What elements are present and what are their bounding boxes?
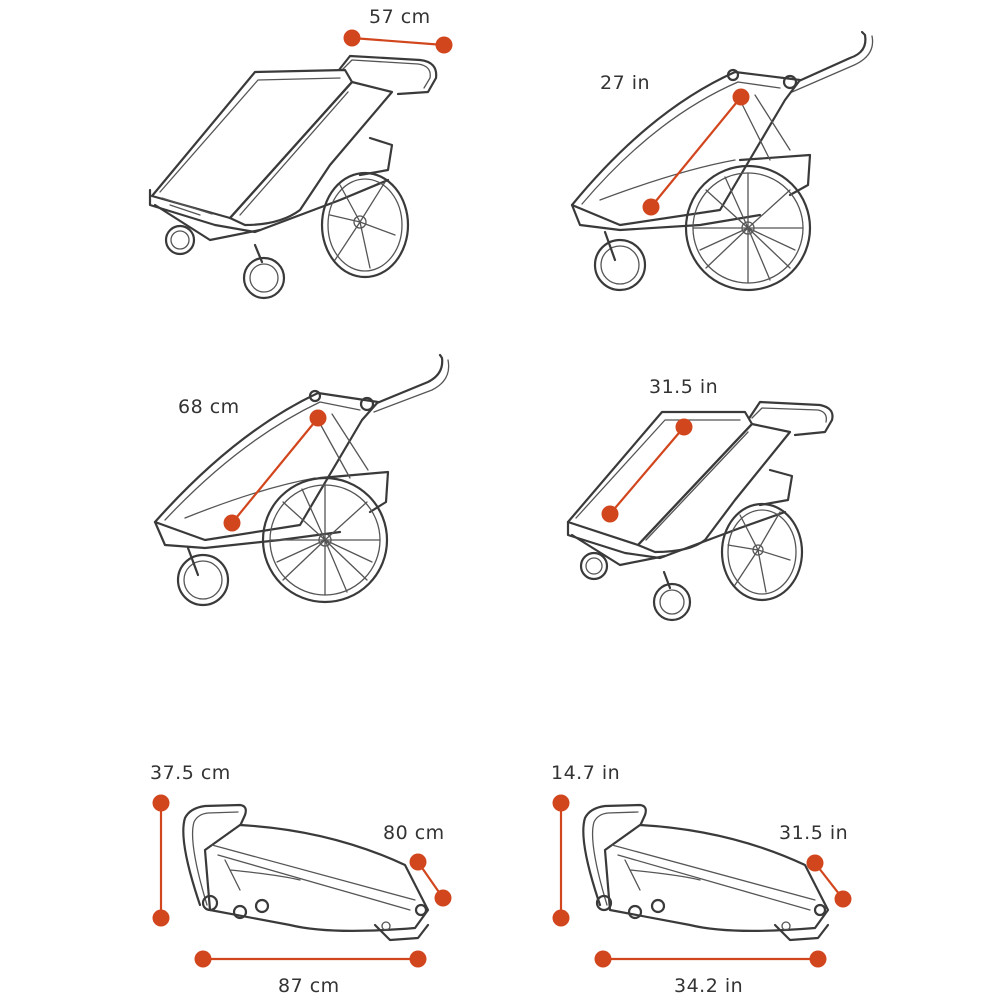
- interior-height-label: 68 cm: [178, 396, 240, 418]
- folded-depth-label: 80 cm: [383, 822, 445, 844]
- folded-depth-label: 31.5 in: [779, 822, 849, 844]
- folded-height-label: 14.7 in: [551, 762, 621, 784]
- width-label: 57 cm: [369, 6, 431, 28]
- canopy-length-label: 31.5 in: [649, 376, 719, 398]
- interior-height-label: 27 in: [600, 72, 651, 94]
- folded-height-label: 37.5 cm: [150, 762, 231, 784]
- folded-length-label: 34.2 in: [674, 975, 744, 997]
- folded-length-label: 87 cm: [278, 975, 340, 997]
